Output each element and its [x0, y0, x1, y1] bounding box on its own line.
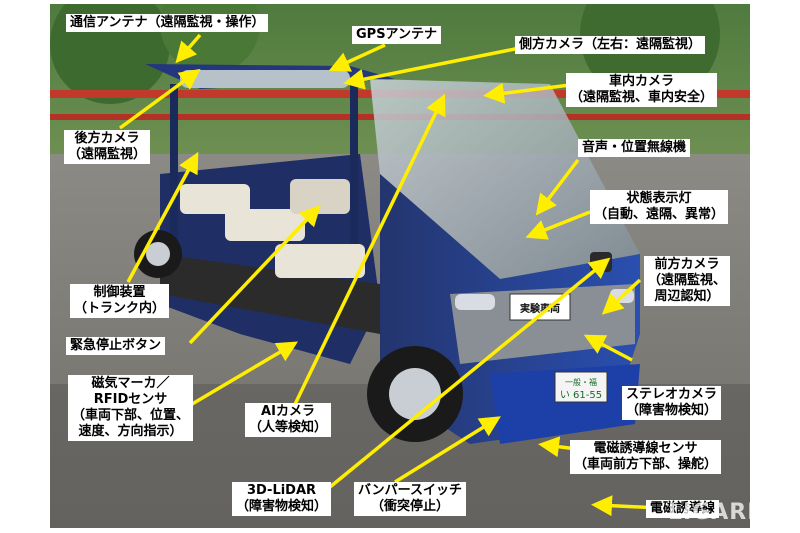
lidar-unit	[590, 252, 612, 272]
label-ai-camera-line2: （人等検知）	[249, 420, 328, 435]
label-stereo-camera-line1: ステレオカメラ	[626, 387, 718, 402]
label-front-camera-line1: 前方カメラ	[654, 257, 720, 272]
rear-wheel-hub	[146, 242, 170, 266]
label-rear-camera-line1: 後方カメラ	[74, 131, 140, 146]
front-wheel-hub	[389, 368, 441, 420]
label-cabin-camera-line2: （遠隔監視、車内安全）	[570, 90, 714, 105]
label-controller-line1: 制御装置	[93, 285, 146, 300]
label-front-camera-line3: 周辺認知）	[654, 289, 720, 304]
label-magnetic-marker: 磁気マーカ／ RFIDセンサ （車両下部、位置、 速度、方向指示）	[68, 375, 194, 441]
label-magnetic-marker-line3: （車両下部、位置、	[72, 408, 190, 423]
label-emergency-button: 緊急停止ボタン	[66, 337, 166, 355]
label-ai-camera-line1: AIカメラ	[261, 404, 315, 419]
license-plate-line2: い 61-55	[560, 390, 602, 401]
label-ai-camera: AIカメラ （人等検知）	[245, 403, 332, 437]
label-stereo-camera: ステレオカメラ （障害物検知）	[622, 386, 722, 420]
label-gps-antenna-text: GPSアンテナ	[356, 27, 438, 42]
label-gps-antenna: GPSアンテナ	[352, 26, 442, 44]
label-bumper-switch-line2: （衝突停止）	[371, 499, 450, 514]
label-front-camera: 前方カメラ （遠隔監視、 周辺認知）	[644, 256, 731, 306]
label-side-camera: 側方カメラ（左右：遠隔監視）	[515, 36, 706, 54]
label-magnetic-marker-line1: 磁気マーカ／	[91, 376, 170, 391]
label-bumper-switch-line1: バンパースイッチ	[358, 483, 463, 498]
label-em-guide-wire: 電磁誘導線	[646, 500, 720, 518]
label-lidar-line1: 3D-LiDAR	[246, 483, 317, 498]
headlight	[455, 294, 495, 310]
label-stereo-camera-line2: （障害物検知）	[626, 403, 718, 418]
label-comm-antenna-text: 通信アンテナ（遠隔監視・操作）	[70, 15, 265, 30]
license-plate-line1: 一般・福	[565, 377, 597, 387]
label-voice-radio: 音声・位置無線機	[578, 139, 691, 157]
label-lidar: 3D-LiDAR （障害物検知）	[232, 482, 332, 516]
label-em-guide-sensor: 電磁誘導線センサ （車両前方下部、操舵）	[570, 440, 722, 474]
label-magnetic-marker-line4: 速度、方向指示）	[78, 424, 183, 439]
label-status-lamp: 状態表示灯 （自動、遠隔、異常）	[590, 190, 729, 224]
label-status-lamp-line1: 状態表示灯	[626, 191, 692, 206]
label-front-camera-line2: （遠隔監視、	[648, 273, 727, 288]
label-controller: 制御装置 （トランク内）	[70, 284, 170, 318]
label-rear-camera: 後方カメラ （遠隔監視）	[64, 130, 151, 164]
label-cabin-camera-line1: 車内カメラ	[609, 74, 675, 89]
watermark-logo: LIGARE	[668, 500, 764, 525]
seat	[180, 184, 250, 214]
seat-back	[290, 179, 350, 214]
label-em-guide-sensor-line1: 電磁誘導線センサ	[593, 441, 698, 456]
seat	[225, 209, 305, 241]
label-emergency-button-text: 緊急停止ボタン	[70, 338, 162, 353]
label-voice-radio-text: 音声・位置無線機	[582, 140, 687, 155]
experimental-sign-text: 実験車両	[520, 302, 560, 315]
roof-sensor-bar	[180, 70, 350, 88]
label-status-lamp-line2: （自動、遠隔、異常）	[594, 207, 725, 222]
headlight	[610, 289, 634, 303]
label-lidar-line2: （障害物検知）	[236, 499, 328, 514]
label-magnetic-marker-line2: RFIDセンサ	[93, 392, 168, 407]
label-em-guide-sensor-line2: （車両前方下部、操舵）	[574, 457, 718, 472]
label-rear-camera-line2: （遠隔監視）	[68, 147, 147, 162]
label-cabin-camera: 車内カメラ （遠隔監視、車内安全）	[566, 73, 718, 107]
label-comm-antenna: 通信アンテナ（遠隔監視・操作）	[66, 14, 269, 32]
label-side-camera-text: 側方カメラ（左右：遠隔監視）	[519, 37, 702, 52]
label-em-guide-wire-text: 電磁誘導線	[650, 501, 716, 516]
label-bumper-switch: バンパースイッチ （衝突停止）	[354, 482, 467, 516]
seat	[275, 244, 365, 278]
label-controller-line2: （トランク内）	[74, 301, 166, 316]
